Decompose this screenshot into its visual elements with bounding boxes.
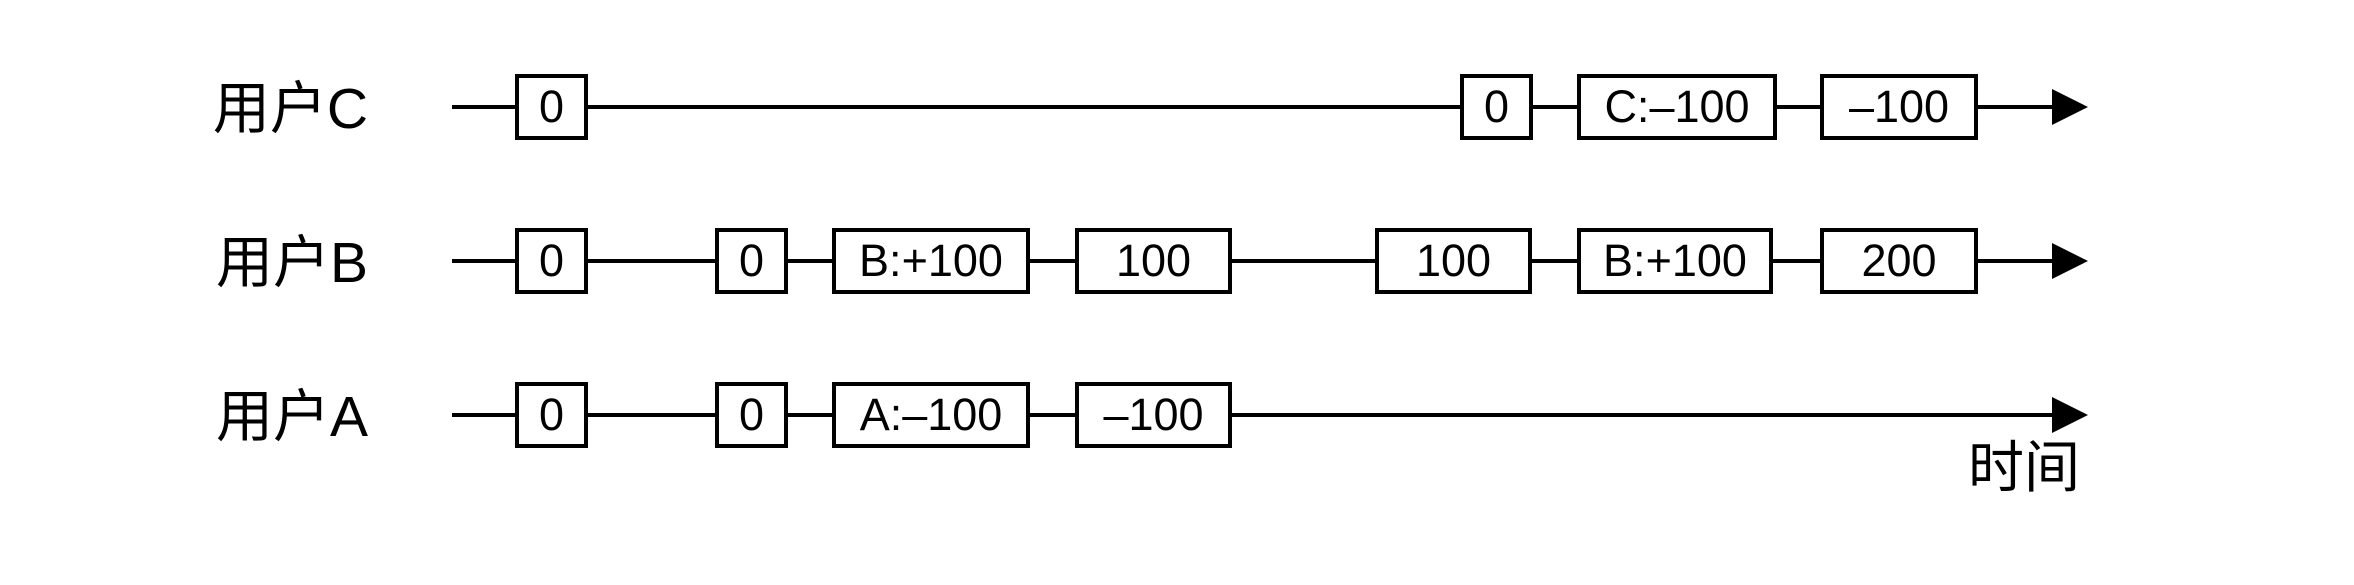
state-box: 0 (515, 228, 588, 294)
timeline-line (452, 259, 2056, 263)
state-box: 0 (515, 382, 588, 448)
state-box: 0 (1460, 74, 1533, 140)
operation-box: C:–100 (1577, 74, 1777, 140)
timeline-line (452, 105, 2056, 109)
state-box: 100 (1075, 228, 1232, 294)
state-box: 200 (1820, 228, 1978, 294)
state-box: 0 (715, 228, 788, 294)
arrowhead-icon (2052, 89, 2088, 125)
operation-box: A:–100 (832, 382, 1030, 448)
state-box: 0 (715, 382, 788, 448)
timeline-row-user-c: 用户C 0 0 C:–100 –100 (0, 30, 2354, 184)
state-box: –100 (1075, 382, 1232, 448)
row-label-user-c: 用户C (212, 77, 368, 141)
timeline-row-user-b: 用户B 0 0 B:+100 100 100 B:+100 200 (0, 184, 2354, 338)
timeline-line (452, 413, 2056, 417)
timeline-row-user-a: 用户A 0 0 A:–100 –100 (0, 338, 2354, 492)
arrowhead-icon (2052, 243, 2088, 279)
state-box: 100 (1375, 228, 1532, 294)
time-axis-label: 时间 (1968, 436, 2080, 499)
state-box: –100 (1820, 74, 1978, 140)
state-box: 0 (515, 74, 588, 140)
row-label-user-b: 用户B (215, 231, 368, 295)
operation-box: B:+100 (832, 228, 1030, 294)
arrowhead-icon (2052, 397, 2088, 433)
operation-box: B:+100 (1577, 228, 1773, 294)
row-label-user-a: 用户A (215, 385, 368, 449)
